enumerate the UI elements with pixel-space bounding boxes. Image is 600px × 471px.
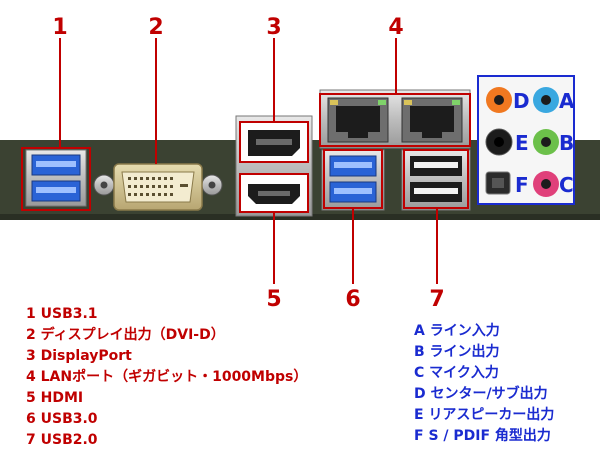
legend-item-hdmi: 5 HDMI [26, 390, 84, 406]
usb20-port-top-tongue [414, 162, 458, 168]
dvi-callout-number: 2 [148, 15, 163, 40]
legend-item-center-sub: D センター/サブ出力 [414, 386, 548, 402]
audio-letter-b: B [559, 131, 574, 155]
audio-letter-a: A [559, 89, 575, 113]
lan-port-right-led-a [404, 100, 412, 105]
legend-item-line-in: A ライン入力 [414, 323, 500, 339]
video-stack: 3 5 [235, 15, 313, 312]
hdmi-callout-number: 5 [266, 287, 281, 312]
port-legend: 1 USB3.1 2 ディスプレイ出力（DVI-D） 3 DisplayPort… [26, 304, 307, 451]
usb30-callout-number: 6 [345, 287, 360, 312]
lan-port-left-led-b [378, 100, 386, 105]
legend-item-lan: 4 LANポート（ギガビット・1000Mbps） [26, 369, 308, 385]
hdmi-tongue [258, 191, 290, 196]
dvi-port-group: 2 [93, 15, 223, 211]
legend-item-displayport: 3 DisplayPort [26, 348, 132, 364]
displayport-callout-number: 3 [266, 15, 281, 40]
usb31-highlight-box [21, 147, 91, 211]
usb31-port-bottom-tongue [36, 187, 76, 193]
legend-item-line-out: B ライン出力 [414, 344, 500, 360]
audio-legend: A ライン入力 B ライン出力 C マイク入力 D センター/サブ出力 E リア… [414, 321, 554, 447]
jack-lightblue-hole [541, 95, 551, 105]
io-backplate-shade [0, 214, 600, 220]
legend-item-usb20: 7 USB2.0 [26, 432, 98, 448]
jack-orange-hole [494, 95, 504, 105]
usb31-callout-number: 1 [52, 15, 67, 40]
audio-letter-e: E [515, 131, 529, 155]
dvi-screw-left-hole [100, 181, 108, 189]
dvi-screw-right-hole [208, 181, 216, 189]
usb31-port-top-tongue [36, 161, 76, 167]
lan-port-group: 4 [319, 15, 471, 149]
legend-item-usb30: 6 USB3.0 [26, 411, 98, 427]
usb30-port-group: 6 [321, 149, 385, 312]
usb30-port-top-tongue [334, 162, 372, 168]
usb31-port-group: 1 [21, 15, 91, 211]
audio-letter-c: C [559, 173, 574, 197]
jack-green-hole [541, 137, 551, 147]
audio-port-group: D A E B F C [477, 75, 575, 205]
legend-item-spdif: F S / PDIF 角型出力 [414, 428, 551, 444]
audio-letter-d: D [513, 89, 530, 113]
usb20-port-group: 7 [401, 149, 471, 312]
spdif-optical-shutter [492, 178, 504, 188]
displayport-tongue [256, 139, 292, 145]
legend-item-mic-in: C マイク入力 [414, 365, 499, 381]
lan-port-left-socket [336, 106, 380, 138]
usb20-port-bottom-tongue [414, 188, 458, 194]
audio-letter-f: F [515, 173, 529, 197]
legend-item-usb31: 1 USB3.1 [26, 306, 98, 322]
legend-item-dvi: 2 ディスプレイ出力（DVI-D） [26, 327, 225, 343]
lan-port-left-led-a [330, 100, 338, 105]
lan-port-right-led-b [452, 100, 460, 105]
jack-black-hole [494, 137, 504, 147]
usb20-callout-number: 7 [429, 287, 444, 312]
dvi-pins [128, 177, 188, 196]
lan-callout-number: 4 [388, 15, 403, 40]
lan-port-right-socket [410, 106, 454, 138]
jack-pink-hole [541, 179, 551, 189]
usb30-port-bottom-tongue [334, 188, 372, 194]
legend-item-rear-speaker: E リアスピーカー出力 [414, 407, 555, 423]
